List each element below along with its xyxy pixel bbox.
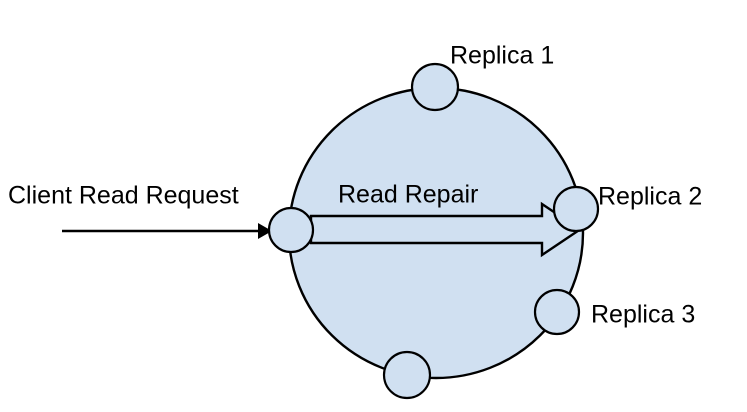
node-replica-3[interactable] xyxy=(533,288,581,336)
label-read-repair: Read Repair xyxy=(338,181,478,209)
client-request-arrow-head xyxy=(258,223,272,239)
label-client-read-request: Client Read Request xyxy=(8,182,239,210)
node-replica-4[interactable] xyxy=(382,350,432,400)
read-repair-block-arrow xyxy=(309,201,583,258)
node-replica-2[interactable] xyxy=(552,185,600,233)
node-replica-1[interactable] xyxy=(410,62,460,112)
node-coordinator[interactable] xyxy=(267,206,315,254)
label-replica-2: Replica 2 xyxy=(598,183,702,211)
label-replica-1: Replica 1 xyxy=(450,42,554,70)
label-replica-3: Replica 3 xyxy=(591,301,695,329)
